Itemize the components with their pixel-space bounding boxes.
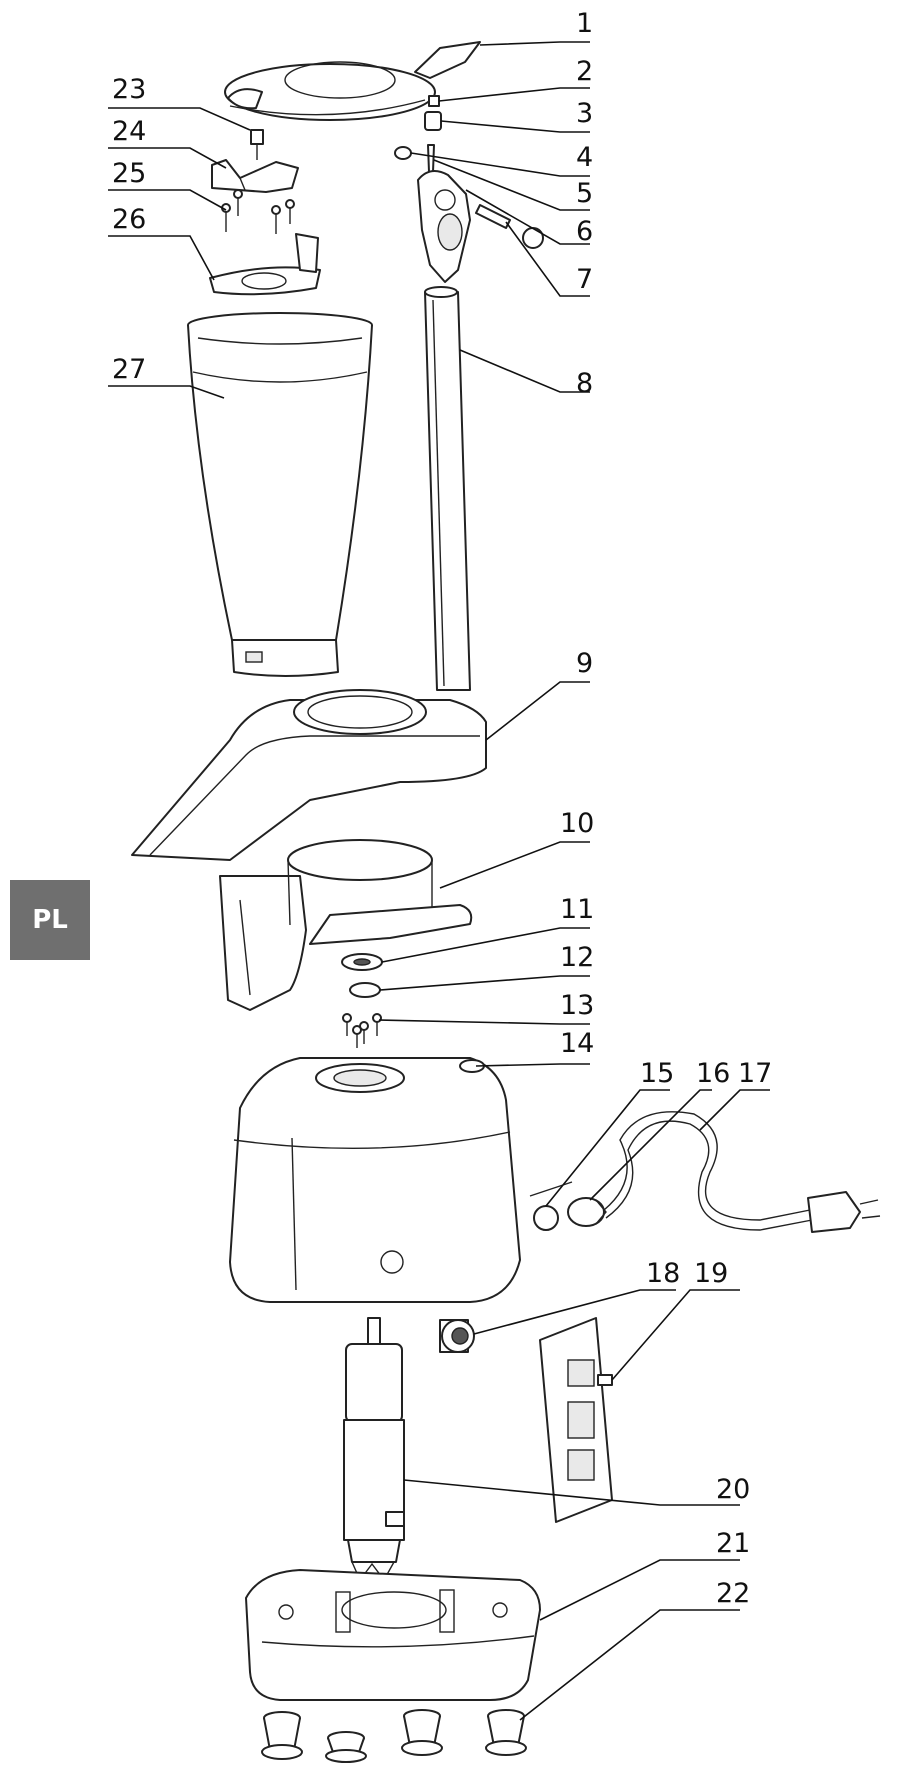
callout-6: 6 xyxy=(576,216,593,247)
callout-2: 2 xyxy=(576,56,593,87)
part-lid xyxy=(224,41,481,121)
part-base xyxy=(245,1569,541,1701)
callout-24: 24 xyxy=(112,116,146,147)
part-blade-holder-group xyxy=(209,129,321,296)
callout-3: 3 xyxy=(576,98,593,129)
callout-18: 18 xyxy=(646,1258,680,1289)
callout-22: 22 xyxy=(716,1578,750,1609)
callout-1: 1 xyxy=(576,8,593,39)
part-motor-cover xyxy=(219,839,473,1011)
leader-lines xyxy=(108,41,770,1721)
part-motor xyxy=(343,1317,405,1582)
part-column-tube xyxy=(424,286,471,691)
callout-13: 13 xyxy=(560,990,594,1021)
part-feet xyxy=(261,1709,527,1763)
callout-21: 21 xyxy=(716,1528,750,1559)
callout-23: 23 xyxy=(112,74,146,105)
part-jar xyxy=(187,312,373,677)
callout-19: 19 xyxy=(694,1258,728,1289)
callout-9: 9 xyxy=(576,648,593,679)
callout-20: 20 xyxy=(716,1474,750,1505)
callout-labels: 1 2 3 4 5 6 7 8 9 10 11 12 13 14 15 16 1… xyxy=(112,8,772,1609)
callout-26: 26 xyxy=(112,204,146,235)
part-control-board xyxy=(539,1317,613,1523)
callout-11: 11 xyxy=(560,894,594,925)
callout-16: 16 xyxy=(696,1058,730,1089)
callout-5: 5 xyxy=(576,178,593,209)
part-top-housing xyxy=(131,689,487,861)
callout-4: 4 xyxy=(576,142,593,173)
language-tab-pl: PL xyxy=(10,880,90,960)
part-switch xyxy=(439,1319,475,1353)
callout-15: 15 xyxy=(640,1058,674,1089)
callout-8: 8 xyxy=(576,368,593,399)
callout-14: 14 xyxy=(560,1028,594,1059)
part-power-cord xyxy=(529,1111,881,1233)
callout-12: 12 xyxy=(560,942,594,973)
callout-25: 25 xyxy=(112,158,146,189)
part-latch-assembly xyxy=(394,95,544,283)
part-motor-housing xyxy=(229,1057,521,1303)
callout-27: 27 xyxy=(112,354,146,385)
callout-17: 17 xyxy=(738,1058,772,1089)
part-bearing-bushing-screws xyxy=(341,953,383,1048)
callout-10: 10 xyxy=(560,808,594,839)
callout-7: 7 xyxy=(576,264,593,295)
